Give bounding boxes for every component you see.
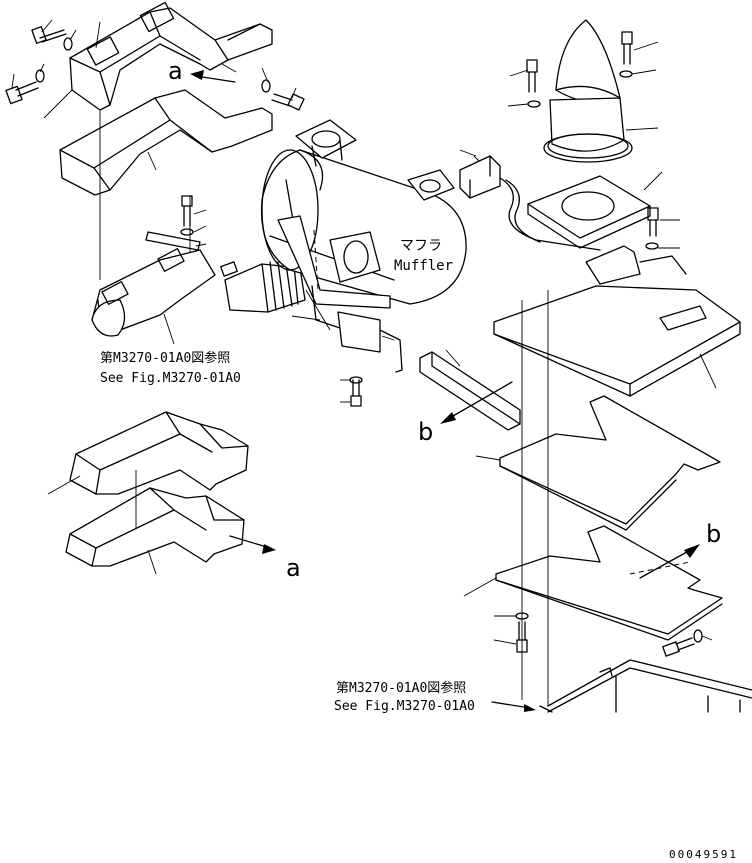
vertical-center-line — [521, 290, 549, 706]
bolt-muffler-lower — [349, 376, 363, 407]
view-a-upper-duct — [69, 411, 249, 495]
muffler-stay — [311, 285, 403, 373]
cover-plate-upper — [493, 285, 741, 397]
leader-lines-bottom-left — [47, 475, 157, 575]
arrow-label-a-bottom: a — [286, 554, 301, 582]
machine-frame — [539, 659, 752, 713]
bolt-top-mid — [271, 93, 305, 111]
view-a-lower-duct — [65, 487, 245, 567]
bolt-top-left-1 — [31, 26, 67, 44]
washer-top-left-2 — [35, 69, 45, 83]
arrow-label-b-left: b — [418, 418, 433, 446]
bracket-small — [145, 231, 201, 251]
reference-note-right: 第M3270-01A0図参照 See Fig.M3270-01A0 — [334, 680, 536, 714]
sensor-unit — [459, 155, 601, 251]
stack-clamp — [543, 133, 633, 163]
support-angle — [419, 351, 521, 431]
bolt-top-left-2 — [5, 81, 39, 105]
muffler-inlet-flange — [329, 231, 381, 283]
reference-en-right: See Fig.M3270-01A0 — [334, 699, 475, 714]
leader-lines-top-left — [11, 19, 297, 171]
reference-note-left: 第M3270-01A0図参照 See Fig.M3270-01A0 — [100, 350, 241, 386]
washer-top-mid — [261, 79, 271, 93]
floor-plate-lower — [495, 525, 723, 641]
view-arrow-b-right: b — [639, 520, 721, 579]
stack-base-plate — [527, 175, 651, 249]
arrow-label-b-right: b — [706, 520, 721, 548]
bolt-stack-right — [619, 31, 633, 78]
muffler-label: マフラ Muffler — [394, 238, 453, 274]
view-arrow-b-left: b — [418, 349, 513, 446]
cable-bracket — [585, 245, 687, 285]
view-arrow-a-top: a — [168, 57, 236, 85]
muffler-top-port — [407, 169, 455, 201]
muffler-outlet-flange — [295, 119, 357, 167]
leader-lines-right-plates — [463, 353, 717, 645]
reference-jp-right: 第M3270-01A0図参照 — [336, 680, 466, 696]
exhaust-elbow-pipe — [91, 248, 216, 337]
bolt-stack-left — [526, 59, 541, 108]
exhaust-stack-cover — [555, 19, 621, 104]
leader-lines-top-right — [507, 41, 680, 249]
upper-duct-lower-piece — [59, 89, 273, 196]
reference-jp-left: 第M3270-01A0図参照 — [100, 350, 230, 366]
washer-top-left-1 — [63, 37, 73, 51]
reference-en-left: See Fig.M3270-01A0 — [100, 371, 241, 386]
bolt-plate-right — [645, 207, 659, 250]
stack-pipe — [547, 97, 629, 159]
muffler-bracket — [277, 215, 391, 309]
flex-connector — [220, 261, 306, 313]
arrow-label-a-top: a — [168, 57, 183, 85]
view-arrow-a-bottom: a — [229, 535, 301, 582]
upper-duct-cover — [69, 1, 273, 111]
floor-plate-middle — [499, 395, 721, 531]
bolt-mid-left — [180, 195, 194, 236]
muffler-label-jp: マフラ — [400, 238, 442, 254]
drawing-number: 00049591 — [669, 848, 738, 861]
muffler-label-en: Muffler — [394, 258, 453, 274]
